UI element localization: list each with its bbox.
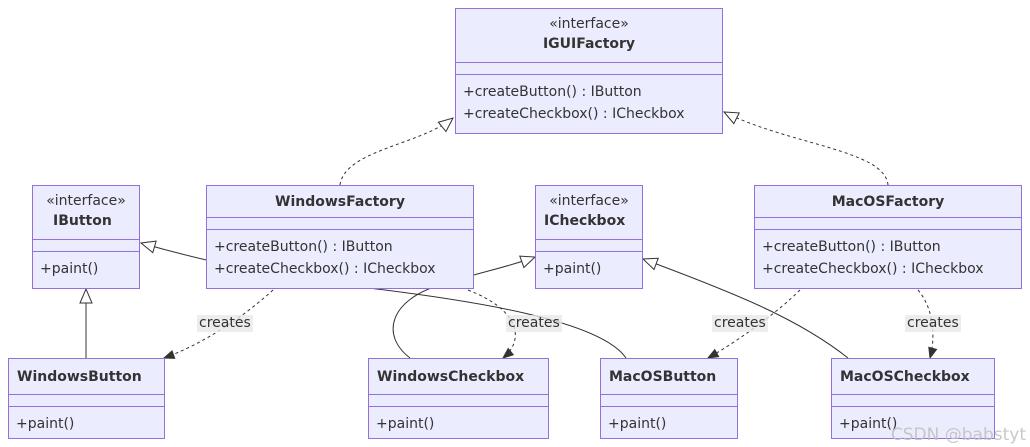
method-item: +paint() bbox=[608, 416, 667, 432]
attributes-compartment bbox=[832, 395, 994, 407]
class-name: MacOSButton bbox=[609, 369, 717, 385]
method-item: +paint() bbox=[376, 416, 435, 432]
methods-compartment: +paint() bbox=[832, 407, 994, 435]
class-name: ICheckbox bbox=[544, 213, 626, 229]
stereotype-label: «interface» bbox=[549, 193, 629, 209]
attributes-compartment bbox=[207, 218, 473, 230]
methods-compartment: +paint() bbox=[369, 407, 548, 435]
class-name: WindowsButton bbox=[17, 369, 142, 385]
class-header: MacOSCheckbox bbox=[832, 359, 994, 395]
class-iguifactory: «interface» IGUIFactory +createButton() … bbox=[455, 8, 723, 134]
edge-macosfactory-realizes-iguifactory bbox=[724, 112, 889, 186]
class-ibutton: «interface» IButton +paint() bbox=[32, 185, 140, 289]
method-item: +paint() bbox=[839, 416, 898, 432]
method-item: +paint() bbox=[543, 261, 602, 277]
class-header: «interface» IGUIFactory bbox=[456, 9, 722, 63]
watermark: CSDN @babstyt bbox=[890, 425, 1026, 445]
methods-compartment: +paint() bbox=[9, 407, 164, 435]
class-header: WindowsButton bbox=[9, 359, 164, 395]
method-item: +paint() bbox=[40, 261, 99, 277]
stereotype-label: «interface» bbox=[549, 16, 629, 32]
class-macosbutton: MacOSButton +paint() bbox=[600, 358, 738, 439]
methods-compartment: +createButton() : IButton +createCheckbo… bbox=[456, 75, 722, 125]
class-name: WindowsCheckbox bbox=[377, 369, 525, 385]
class-windowsbutton: WindowsButton +paint() bbox=[8, 358, 165, 439]
class-name: WindowsFactory bbox=[275, 194, 405, 210]
method-item: +createButton() : IButton bbox=[214, 239, 393, 255]
edge-macoscheckbox-inherits-icheckbox bbox=[643, 259, 849, 359]
stereotype-label: «interface» bbox=[46, 193, 126, 209]
method-item: +createCheckbox() : ICheckbox bbox=[463, 106, 685, 122]
method-item: +createCheckbox() : ICheckbox bbox=[214, 261, 436, 277]
attributes-compartment bbox=[601, 395, 737, 407]
methods-compartment: +paint() bbox=[536, 252, 642, 280]
class-windowsfactory: WindowsFactory +createButton() : IButton… bbox=[206, 185, 474, 289]
method-item: +createCheckbox() : ICheckbox bbox=[762, 261, 984, 277]
edge-label-creates: creates bbox=[506, 315, 562, 332]
method-item: +createButton() : IButton bbox=[762, 239, 941, 255]
attributes-compartment bbox=[369, 395, 548, 407]
methods-compartment: +paint() bbox=[33, 252, 139, 280]
edge-label-creates: creates bbox=[712, 315, 768, 332]
edge-windowsfactory-realizes-iguifactory bbox=[339, 118, 453, 186]
class-icheckbox: «interface» ICheckbox +paint() bbox=[535, 185, 643, 289]
class-macosfactory: MacOSFactory +createButton() : IButton +… bbox=[754, 185, 1022, 289]
class-macoscheckbox: MacOSCheckbox +paint() bbox=[831, 358, 995, 439]
class-windowscheckbox: WindowsCheckbox +paint() bbox=[368, 358, 549, 439]
class-header: WindowsFactory bbox=[207, 186, 473, 218]
class-header: WindowsCheckbox bbox=[369, 359, 548, 395]
class-header: MacOSButton bbox=[601, 359, 737, 395]
attributes-compartment bbox=[9, 395, 164, 407]
class-name: MacOSCheckbox bbox=[840, 369, 970, 385]
class-header: «interface» ICheckbox bbox=[536, 186, 642, 240]
class-header: MacOSFactory bbox=[755, 186, 1021, 218]
edge-label-creates: creates bbox=[905, 315, 961, 332]
class-name: IButton bbox=[53, 213, 112, 229]
method-item: +paint() bbox=[16, 416, 75, 432]
class-header: «interface» IButton bbox=[33, 186, 139, 240]
class-name: MacOSFactory bbox=[831, 194, 945, 210]
method-item: +createButton() : IButton bbox=[463, 84, 642, 100]
attributes-compartment bbox=[456, 63, 722, 75]
methods-compartment: +createButton() : IButton +createCheckbo… bbox=[207, 230, 473, 280]
edge-label-creates: creates bbox=[197, 315, 253, 332]
class-name: IGUIFactory bbox=[542, 36, 636, 52]
attributes-compartment bbox=[755, 218, 1021, 230]
attributes-compartment bbox=[33, 240, 139, 252]
methods-compartment: +paint() bbox=[601, 407, 737, 435]
methods-compartment: +createButton() : IButton +createCheckbo… bbox=[755, 230, 1021, 280]
attributes-compartment bbox=[536, 240, 642, 252]
